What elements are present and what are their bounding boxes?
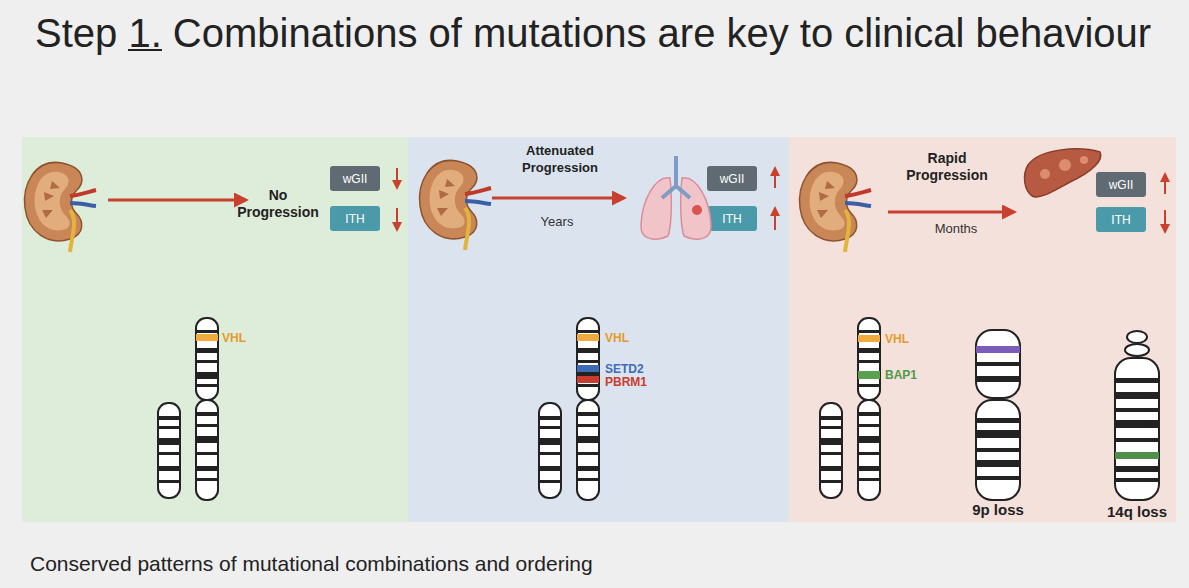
outcome-heading: Attenuated Progression [510, 142, 610, 176]
wgii-box: wGII [1096, 172, 1146, 197]
metric-label: ITH [345, 212, 364, 226]
wgii-box: wGII [330, 166, 380, 191]
metric-label: ITH [722, 212, 741, 226]
outcome-panel: Attenuated Progression wGII ITH [408, 137, 789, 522]
gene-label: BAP1 [885, 368, 917, 382]
slide-caption: Conserved patterns of mutational combina… [30, 551, 593, 577]
timescale-label: Months [921, 222, 991, 236]
gene-label: VHL [222, 331, 246, 345]
title-underline [128, 49, 161, 51]
ith-box: ITH [1096, 207, 1146, 232]
outcome-panel: Rapid Progression wGII ITH [789, 137, 1176, 522]
slide-title: Step 1. Combinations of mutations are ke… [35, 10, 1165, 56]
ith-box: ITH [330, 206, 380, 231]
outcome-panel: No Progression wGII ITH [22, 137, 408, 522]
metric-label: wGII [720, 172, 745, 186]
gene-label: VHL [885, 332, 909, 346]
metric-label: ITH [1111, 213, 1130, 227]
ith-box: ITH [707, 206, 757, 231]
wgii-box: wGII [707, 166, 757, 191]
outcome-heading: No Progression [233, 187, 323, 221]
gene-label: PBRM1 [605, 375, 647, 389]
gene-label: SETD2 [605, 362, 644, 376]
gene-label: VHL [605, 331, 629, 345]
outcome-heading: Rapid Progression [897, 150, 997, 184]
deletion-label: 9p loss [958, 503, 1038, 517]
deletion-label: 14q loss [1092, 505, 1182, 519]
metric-label: wGII [343, 172, 368, 186]
timescale-label: Years [527, 215, 587, 229]
metric-label: wGII [1109, 178, 1134, 192]
